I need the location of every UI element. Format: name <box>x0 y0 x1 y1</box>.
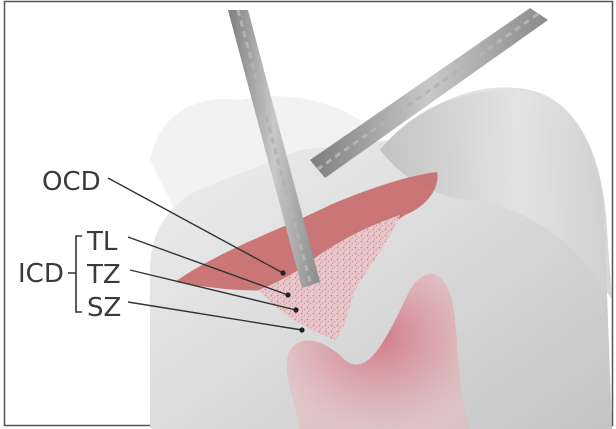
tz-label: TZ <box>86 260 121 290</box>
ocd-dot <box>280 270 285 275</box>
tz-dot <box>293 307 298 312</box>
sz-dot <box>299 327 304 332</box>
icd-bracket <box>68 236 82 312</box>
icd-label: ICD <box>18 259 64 289</box>
tl-dot <box>285 292 290 297</box>
ocd-label: OCD <box>42 167 101 197</box>
tl-label: TL <box>86 227 118 257</box>
sz-label: SZ <box>87 293 121 323</box>
